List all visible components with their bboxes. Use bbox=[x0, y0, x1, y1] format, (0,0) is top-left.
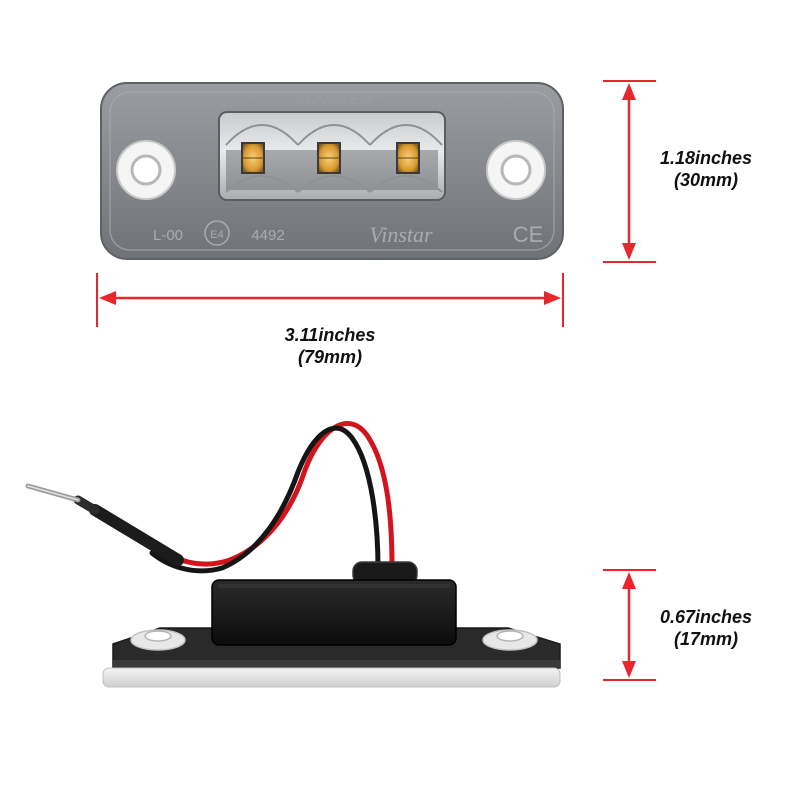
approval-mark: E4 bbox=[210, 229, 223, 241]
depth-dimension-label: 0.67inches (17mm) bbox=[636, 606, 776, 650]
lens-diffuser bbox=[102, 667, 561, 688]
led-chip bbox=[241, 142, 265, 174]
brand-marking: Vinstar bbox=[369, 222, 433, 247]
lamp-side-view bbox=[25, 421, 561, 688]
width-dimension-label: 3.11inches (79mm) bbox=[230, 324, 430, 368]
height-metric: (30mm) bbox=[673, 170, 739, 190]
mounting-hole-right bbox=[486, 140, 546, 200]
mounting-boss-left bbox=[130, 629, 186, 651]
height-dimension-line bbox=[603, 80, 656, 263]
driver-box bbox=[211, 579, 457, 646]
ce-marking: CE bbox=[513, 222, 544, 247]
wire-harness bbox=[73, 421, 395, 574]
mounting-boss-right bbox=[482, 629, 538, 651]
height-dimension-label: 1.18inches (30mm) bbox=[636, 147, 776, 191]
mounting-hole-left bbox=[116, 140, 176, 200]
width-imperial: 3.11inches bbox=[284, 325, 376, 345]
led-chip bbox=[396, 142, 420, 174]
led-chip bbox=[317, 142, 341, 174]
width-dimension-line bbox=[96, 273, 564, 327]
depth-imperial: 0.67inches bbox=[659, 607, 753, 627]
lamp-front-view: 12V 3LED bbox=[100, 82, 564, 260]
approval-number: 4492 bbox=[251, 227, 284, 244]
width-metric: (79mm) bbox=[297, 347, 363, 367]
code-marking: L-00 bbox=[153, 227, 183, 244]
height-imperial: 1.18inches bbox=[659, 148, 753, 168]
connector-pin bbox=[25, 483, 81, 503]
rating-marking: 12V 3LED bbox=[303, 91, 372, 108]
approval-mark-circle bbox=[204, 220, 230, 246]
depth-metric: (17mm) bbox=[673, 629, 739, 649]
depth-dimension-line bbox=[603, 569, 656, 681]
